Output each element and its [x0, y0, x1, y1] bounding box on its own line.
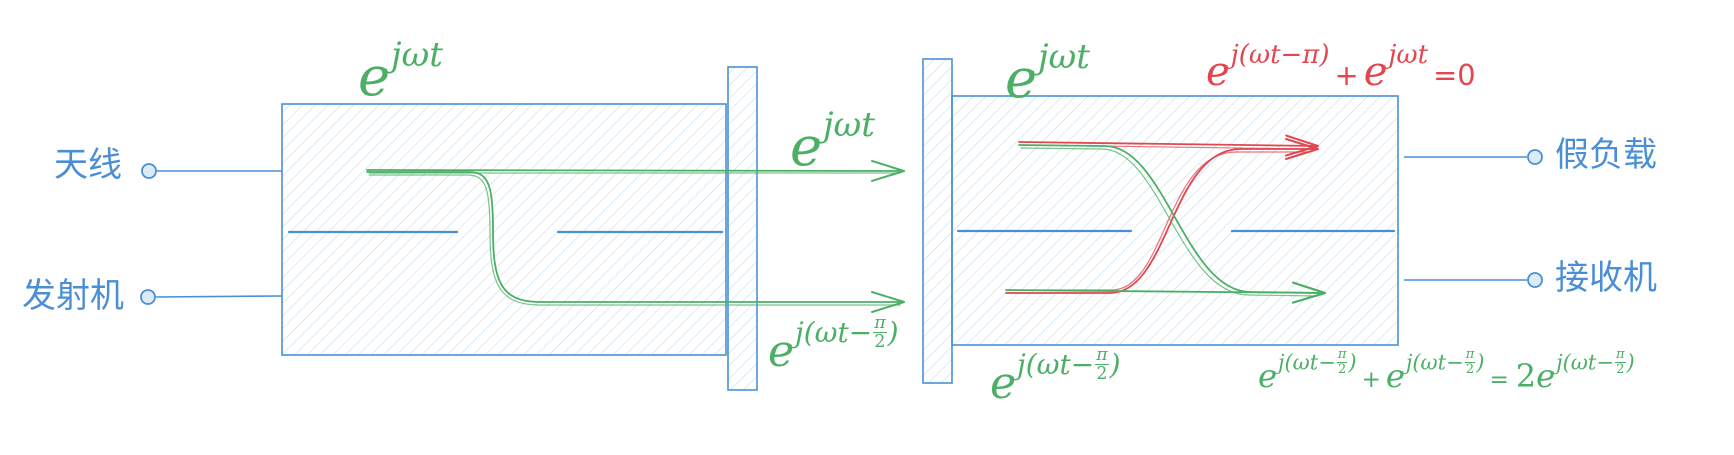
dummy-load-cancellation-formula: ej(ωt−π)+ejωt=0 — [1206, 42, 1481, 95]
term2-base: e — [1363, 49, 1388, 95]
left-input-formula: ejωt — [358, 38, 443, 108]
exponent-open: j(ωt− — [1405, 350, 1464, 375]
right-input-top-formula: ejωt — [1005, 40, 1090, 110]
right-green-coupled-path — [1018, 144, 1326, 304]
equals-sign: = — [1489, 367, 1509, 393]
fraction-numerator: π — [1464, 347, 1476, 363]
right-green-through-path — [1005, 281, 1326, 304]
exponent-open: j(ωt− — [1556, 350, 1614, 375]
dummy-load-port-icon — [1527, 149, 1543, 165]
fraction-numerator: π — [1095, 345, 1109, 366]
formula-base: e — [358, 45, 390, 108]
transmitter-label: 发射机 — [22, 276, 124, 316]
formula-exponent: jωt — [1037, 37, 1090, 78]
plus-sign: + — [1361, 367, 1381, 393]
left-coupler-flange — [727, 66, 758, 391]
exponent-open: j(ωt− — [795, 316, 873, 350]
coefficient: 2 — [1515, 357, 1537, 395]
left-through-path — [366, 159, 905, 182]
exponent-open: j(ωt− — [1017, 348, 1095, 382]
right-coupler-body — [951, 95, 1399, 346]
fraction-denominator: 2 — [1616, 361, 1625, 377]
formula-base: e — [990, 358, 1017, 409]
left-through-output-formula: ejωt — [790, 108, 875, 178]
transmitter-port-line — [155, 295, 283, 298]
left-coupler-body — [281, 103, 727, 356]
fraction-denominator: 2 — [1337, 361, 1347, 377]
fraction-numerator: π — [1614, 347, 1626, 363]
term1-base: e — [1258, 357, 1277, 395]
fraction-denominator: 2 — [1465, 361, 1475, 377]
plus-sign: + — [1334, 58, 1359, 92]
exponent-close: ) — [1626, 350, 1635, 375]
fraction-denominator: 2 — [874, 332, 886, 353]
left-coupled-path — [366, 171, 905, 313]
dummy-load-label: 假负载 — [1555, 135, 1657, 175]
left-coupled-path-sketch — [368, 174, 901, 306]
formula-base: e — [790, 115, 822, 178]
receiver-label: 接收机 — [1555, 258, 1657, 298]
exponent-close: ) — [887, 316, 899, 350]
receiver-port-icon — [1527, 272, 1543, 288]
exponent-open: j(ωt− — [1277, 350, 1336, 375]
exponent-close: ) — [1348, 350, 1357, 375]
equals-zero: =0 — [1433, 58, 1476, 92]
formula-exponent: jωt — [822, 105, 875, 146]
term2-base: e — [1385, 357, 1405, 395]
term2-exponent: jωt — [1388, 39, 1429, 70]
formula-exponent: jωt — [390, 35, 443, 76]
right-red-through-path — [1018, 134, 1319, 157]
right-red-coupled-path-sketch — [1007, 151, 1311, 291]
right-coupler-flange — [922, 58, 953, 384]
fraction-numerator: π — [1336, 347, 1348, 363]
fraction-denominator: 2 — [1096, 364, 1108, 385]
term3-base: e — [1536, 357, 1556, 395]
formula-base: e — [768, 326, 795, 377]
exponent-close: ) — [1109, 348, 1121, 382]
term1-exponent: j(ωt−π) — [1230, 39, 1330, 70]
formula-base: e — [1005, 47, 1037, 110]
antenna-port-icon — [141, 163, 157, 179]
exponent-close: ) — [1476, 350, 1485, 375]
term1-base: e — [1206, 49, 1230, 95]
antenna-label: 天线 — [54, 145, 122, 185]
transmitter-port-icon — [140, 289, 156, 305]
fraction-numerator: π — [873, 313, 887, 334]
